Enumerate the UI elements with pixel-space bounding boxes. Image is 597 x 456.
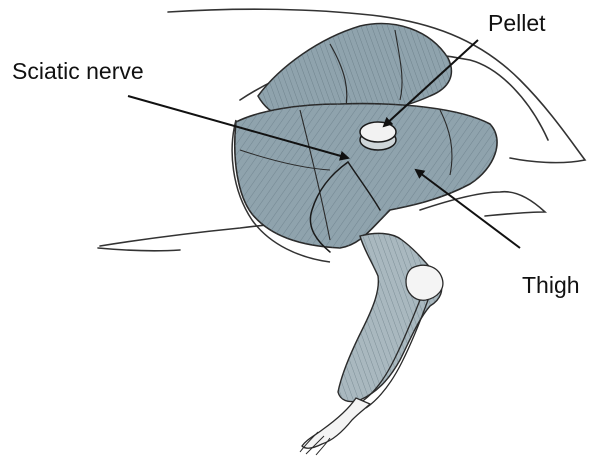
pellet <box>360 122 396 150</box>
pellet-label: Pellet <box>488 10 546 37</box>
lower-leg <box>338 233 442 401</box>
foot <box>300 398 370 455</box>
sciatic-nerve-label: Sciatic nerve <box>12 58 144 85</box>
thigh-label: Thigh <box>522 272 580 299</box>
